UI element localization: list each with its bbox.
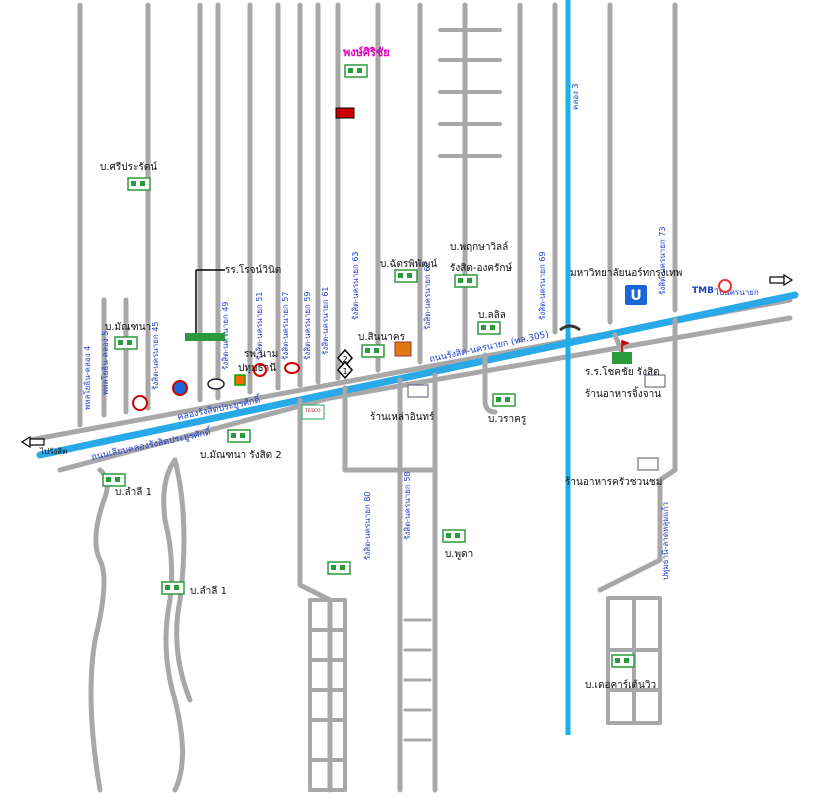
highway-305 xyxy=(36,291,799,459)
road-label: พหลโยธิน-คลอง 4 xyxy=(82,346,92,410)
shop-icon xyxy=(394,341,412,357)
label-shop-left: ร้านเหล่าอินทร์ xyxy=(370,411,435,423)
house-icon xyxy=(102,473,126,487)
tmb-logo: TMB xyxy=(692,286,714,296)
road-label: ปทุมธานี-ลาดหลุมแก้ว xyxy=(661,502,670,580)
label-restaurant-2: ร้านอาหารครัวชวนชม xyxy=(565,476,662,488)
label-b-tali-1: บ.ลำลี 1 xyxy=(115,486,152,498)
north-side-roads xyxy=(77,2,678,428)
marker-1-number: 1 xyxy=(342,367,347,376)
house-icons xyxy=(102,64,635,668)
store-icon xyxy=(335,107,355,119)
label-b-tali-2: บ.ลำลี 1 xyxy=(190,585,227,597)
people-icon xyxy=(644,374,666,388)
road-label: รังสิต-นครนายก 59 xyxy=(303,292,312,361)
seven-eleven-icon xyxy=(234,374,246,386)
vertical-road-labels: พหลโยธิน-คลอง 4 พหลโยธิน-คลอง 5 รังสิต-น… xyxy=(82,83,670,580)
label-b-poda: บ.พูดา xyxy=(445,549,473,560)
label-b-munnaya-2: บ.มัณฑนา รังสิต 2 xyxy=(200,450,282,461)
label-restaurant-1: ร้านอาหารจิ้งจาน xyxy=(585,386,661,400)
shell-icon xyxy=(253,363,267,377)
label-pathum: ปทุมธานี xyxy=(238,362,276,374)
soi-road xyxy=(482,352,498,415)
label-pongsiri: พงษ์ศิริชัย xyxy=(343,46,390,59)
brand-logo-icon xyxy=(718,279,732,293)
gas-station-icon xyxy=(172,380,188,396)
road-label: รังสิต-นครนายก 63 xyxy=(351,252,360,321)
marker-1-icon xyxy=(337,360,353,380)
house-icon xyxy=(611,654,635,668)
house-icon xyxy=(227,429,251,443)
road-label: รังสิต-นครนายก 73 xyxy=(658,227,667,296)
house-icon xyxy=(114,336,138,350)
bank-icon xyxy=(207,378,225,390)
label-school-rachawinit: รร.โรจน์วินิต xyxy=(225,263,281,276)
people-icon xyxy=(407,384,429,398)
winding-road xyxy=(88,467,110,793)
label-rangsit-ongkarak: รังสิต-องครักษ์ xyxy=(450,262,512,274)
road-label: รังสิต-นครนายก 49 xyxy=(221,302,230,371)
road-label: รังสิต-นครนายก 80 xyxy=(363,492,372,561)
marker-2-number: 2 xyxy=(342,355,347,364)
label-b-sinsanakorn: บ.สินนาคร xyxy=(358,332,406,343)
tesco-logo: TESCO xyxy=(301,404,325,420)
svg-text:U: U xyxy=(630,288,641,304)
road-label: รังสิต-นครนายก 69 xyxy=(538,252,547,321)
frontage-road-south xyxy=(57,315,793,473)
toyota-icon xyxy=(284,362,300,374)
soi-road xyxy=(597,317,678,593)
road-label: รังสิต-นครนายก 67 xyxy=(423,262,432,331)
house-icon xyxy=(492,393,516,407)
bridge-icon xyxy=(559,324,581,332)
house-icon xyxy=(361,344,385,358)
school-icon xyxy=(612,340,632,364)
to-rangsit-label: ไปรังสิต xyxy=(39,447,67,456)
label-b-munnaya: บ.มัณฑนา xyxy=(105,322,151,333)
to-nakhonnayok-label: ไปนครนายก xyxy=(714,288,759,297)
label-b-phruksa: บ.พฤกษาวิลล์ xyxy=(450,241,508,253)
house-icon xyxy=(442,529,466,543)
people-icon xyxy=(637,457,659,471)
soi-road xyxy=(297,397,333,793)
khlong-3-label: คลอง 3 xyxy=(571,83,580,110)
house-icon xyxy=(477,321,501,335)
svg-text:TESCO: TESCO xyxy=(304,408,321,414)
arrow-left-icon xyxy=(20,435,45,449)
gas-station-icon xyxy=(132,395,148,411)
arrow-right-icon xyxy=(769,273,794,287)
road-label: รังสิต-นครนายก 58 xyxy=(403,472,412,541)
winding-road xyxy=(172,457,193,703)
road-label: รังสิต-นครนายก 51 xyxy=(255,292,264,361)
road-label: รังสิต-นครนายก 57 xyxy=(281,292,290,361)
winding-road xyxy=(161,457,185,793)
house-icon xyxy=(161,581,185,595)
label-hospital: รพ.นาม xyxy=(244,349,278,360)
label-school-chaiyarungsit: ร.ร.โชคชัย รังสิต xyxy=(585,365,660,378)
school-flag-icon xyxy=(185,269,225,341)
label-b-wipara: บ.วราครู xyxy=(488,414,527,425)
label-university: มหาวิทยาลัยนอร์ทกรุงเทพ xyxy=(570,267,682,279)
road-label: พหลโยธิน-คลอง 5 xyxy=(100,331,110,395)
university-u-icon: U xyxy=(625,285,647,305)
label-b-sriprarat: บ.ศรีประรัตน์ xyxy=(100,161,157,173)
house-icon xyxy=(127,177,151,191)
label-b-lalin: บ.ลลิล xyxy=(478,310,506,321)
road-label: รังสิต-นครนายก 61 xyxy=(321,287,330,356)
house-icon xyxy=(394,269,418,283)
road-label: รังสิต-นครนายก 45 xyxy=(151,322,160,391)
house-icon xyxy=(454,274,478,288)
label-b-settakarn: บ.เดอคาร์เต้นวิว xyxy=(585,679,656,691)
house-icon xyxy=(344,64,368,78)
label-b-chanpipat: บ.ฉัตรพิพัฒน์ xyxy=(380,258,437,270)
house-icon xyxy=(327,561,351,575)
